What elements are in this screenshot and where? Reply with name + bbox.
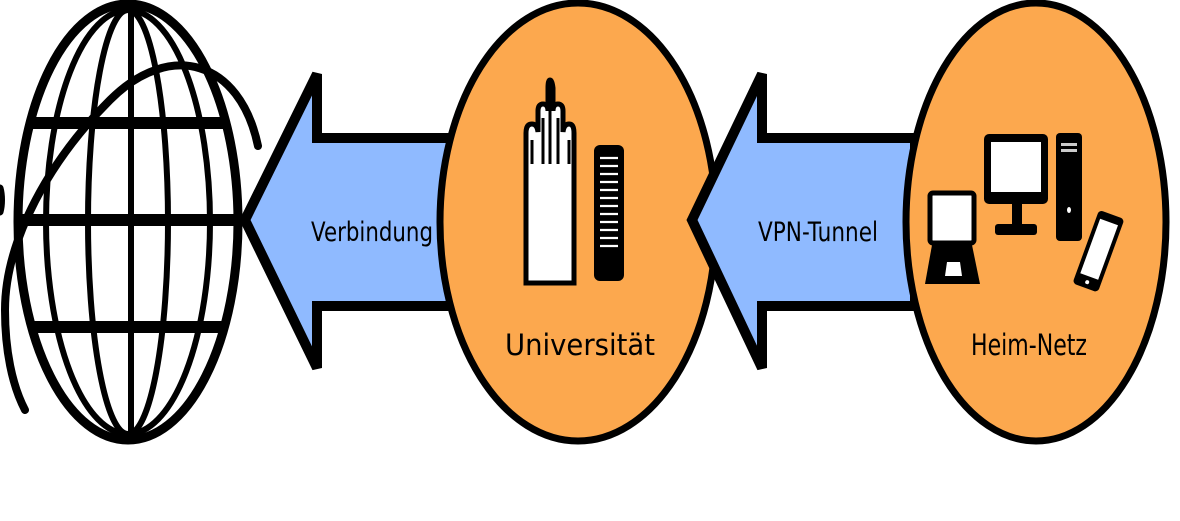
smartphone-icon	[1073, 211, 1124, 292]
university-ellipse	[436, 0, 720, 445]
pc-tower-icon	[1056, 133, 1082, 241]
university-label: Universität	[505, 328, 655, 362]
university-tower-icon	[523, 77, 577, 286]
server-rack-icon	[594, 145, 624, 281]
connection-arrow-label: Verbindung	[311, 217, 433, 248]
globe-orbit-stub	[0, 184, 5, 216]
home-network-ellipse	[902, 0, 1170, 445]
desktop-monitor-icon	[984, 134, 1048, 235]
home-network-label: Heim-Netz	[971, 328, 1087, 362]
laptop-icon	[925, 190, 980, 284]
university-node: Universität	[436, 0, 720, 445]
globe-orbit-arc	[0, 61, 262, 414]
vpn-tunnel-arrow-label: VPN-Tunnel	[758, 217, 878, 248]
home-network-node: Heim-Netz	[902, 0, 1170, 445]
globe-icon	[0, 0, 262, 445]
